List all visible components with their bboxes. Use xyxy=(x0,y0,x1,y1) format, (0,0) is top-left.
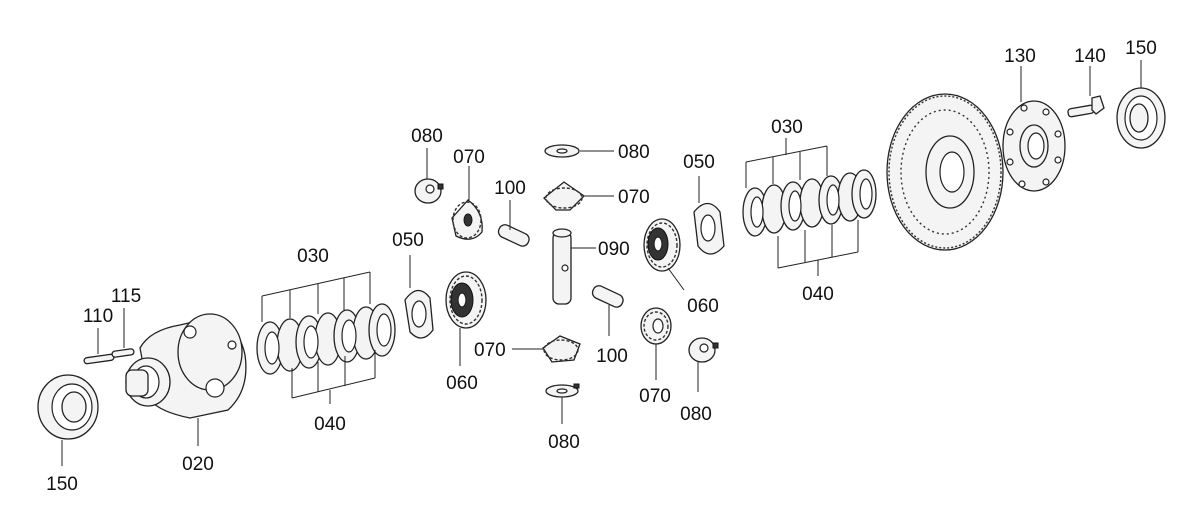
part-115-pin xyxy=(111,348,135,358)
label-060-right: 060 xyxy=(687,296,719,317)
part-070-top-mid-pinion xyxy=(543,181,586,211)
part-150-right-bearing xyxy=(1116,87,1166,149)
part-110-pin xyxy=(83,353,115,365)
part-030-040-right-disc-pack xyxy=(742,169,877,237)
part-070-right-pinion xyxy=(640,307,672,345)
part-080-bottom-mid-washer xyxy=(545,383,580,398)
label-115: 115 xyxy=(111,286,141,307)
part-020-housing xyxy=(125,313,247,419)
label-080-top-left: 080 xyxy=(411,126,443,147)
part-150-left-bearing xyxy=(37,374,99,440)
part-060-right-side-gear xyxy=(643,218,681,272)
label-150-left: 150 xyxy=(46,474,78,495)
label-040-right: 040 xyxy=(802,284,834,305)
part-100-bottom-pin xyxy=(591,285,624,308)
label-070-top-left: 070 xyxy=(453,147,485,168)
part-050-right-washer xyxy=(693,202,725,255)
label-090: 090 xyxy=(598,239,630,260)
part-080-top-mid-washer xyxy=(544,144,580,158)
label-150-right: 150 xyxy=(1125,38,1157,59)
bracket-040-right xyxy=(777,220,859,276)
part-070-top-left-pinion xyxy=(451,199,483,240)
part-070-bottom-mid-pinion xyxy=(542,335,581,363)
label-100-top: 100 xyxy=(494,178,526,199)
label-050-left: 050 xyxy=(392,230,424,251)
label-140: 140 xyxy=(1074,46,1106,67)
bracket-030-right xyxy=(745,138,828,188)
label-110: 110 xyxy=(83,306,113,327)
label-030-right: 030 xyxy=(771,117,803,138)
label-130: 130 xyxy=(1004,46,1036,67)
label-050-right: 050 xyxy=(683,152,715,173)
part-090-cross-shaft xyxy=(552,228,572,305)
leader-060-right xyxy=(667,267,685,291)
part-140-bolt xyxy=(1067,95,1105,118)
part-080-top-left-washer xyxy=(414,178,444,204)
part-060-left-side-gear xyxy=(445,271,487,329)
label-070-bottom-mid: 070 xyxy=(474,340,506,361)
label-070-top-mid: 070 xyxy=(618,187,650,208)
part-100-top-pin xyxy=(497,224,530,247)
part-ring-gear xyxy=(886,93,1004,251)
label-060-left: 060 xyxy=(446,373,478,394)
part-050-left-washer xyxy=(404,289,434,339)
label-070-right: 070 xyxy=(639,386,671,407)
part-130-flange xyxy=(1002,100,1066,192)
bracket-030-left xyxy=(261,271,371,322)
bracket-040-left xyxy=(291,350,376,404)
label-080-bottom-mid: 080 xyxy=(548,432,580,453)
label-080-top-mid: 080 xyxy=(618,142,650,163)
part-080-right-washer xyxy=(688,337,719,363)
part-030-040-left-disc-pack xyxy=(256,303,396,375)
label-030-left: 030 xyxy=(297,246,329,267)
label-040-left: 040 xyxy=(314,414,346,435)
label-020: 020 xyxy=(182,454,214,475)
label-080-right: 080 xyxy=(680,404,712,425)
label-100-bottom: 100 xyxy=(596,346,628,367)
